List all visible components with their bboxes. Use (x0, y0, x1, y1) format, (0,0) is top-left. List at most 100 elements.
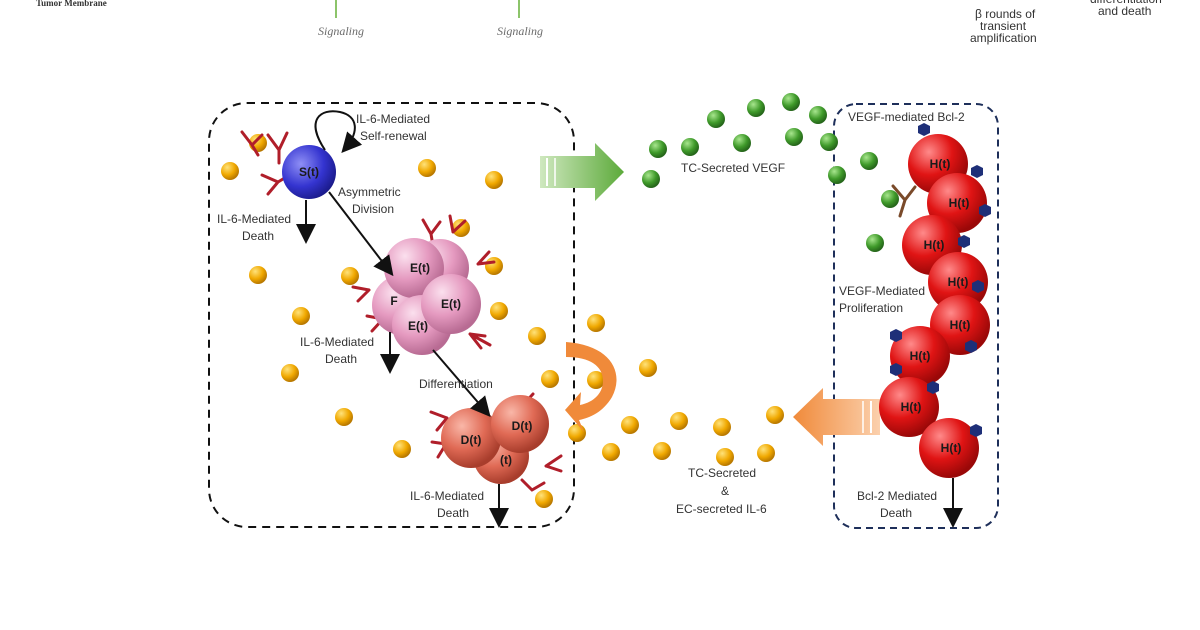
il6-dot (335, 408, 353, 426)
vegf-label: TC-Secreted VEGF (681, 161, 785, 175)
bcl2-marker-icon (979, 204, 991, 217)
il6-dot (587, 371, 605, 389)
endo-label-3: H(t) (948, 275, 969, 289)
prolif-line-1: VEGF-Mediated (839, 284, 925, 298)
il6-dot (757, 444, 775, 462)
asymmetric-division-arrow (328, 191, 394, 277)
tumor-arrows (296, 191, 509, 528)
bcl2-marker-icon (890, 329, 902, 342)
diff-line-2: and death (1098, 4, 1151, 18)
asym-line-1: Asymmetric (338, 185, 401, 199)
endo-death-line-2: Death (880, 506, 912, 520)
differentiated-cell (441, 408, 501, 468)
death2-line-1: IL-6-Mediated (300, 335, 374, 349)
il6-dot (418, 159, 436, 177)
il6-dots (221, 134, 784, 508)
prog-label-0: E(t) (410, 261, 430, 275)
prog-label-3: E(t) (408, 319, 428, 333)
il6-dot (485, 171, 503, 189)
endo-death-line-1: Bcl-2 Mediated (857, 489, 937, 503)
il6-flow-arrow (793, 388, 880, 446)
receptor-icon (266, 131, 289, 165)
signaling-right-label: Signaling (497, 24, 543, 38)
rounds-line-1: β rounds of (975, 7, 1036, 21)
tumor-membrane-label: Tumor Membrane (36, 0, 107, 8)
receptor-icon (544, 454, 563, 473)
vegf-dot (733, 134, 751, 152)
diff-label-0: D(t) (461, 433, 482, 447)
vegf-dot (747, 99, 765, 117)
death3-line-1: IL-6-Mediated (410, 489, 484, 503)
self-renewal-line-1: IL-6-Mediated (356, 112, 430, 126)
il6-line-1: TC-Secreted (688, 466, 756, 480)
il6-dot (535, 490, 553, 508)
differentiation-arrow (432, 349, 491, 418)
il6-dot (766, 406, 784, 424)
endo-label-0: H(t) (930, 157, 951, 171)
self-renewal-line-2: Self-renewal (360, 129, 427, 143)
vegf-dot (681, 138, 699, 156)
stem-cell: S(t) (282, 145, 336, 199)
receptor-icon (429, 410, 449, 432)
diff-line-1: differentiation (1090, 0, 1162, 6)
bcl2-marker-icon (890, 363, 902, 376)
bcl2-markers (890, 123, 991, 437)
il6-dot (528, 327, 546, 345)
receptor-icon (351, 285, 371, 303)
vegf-dot (881, 190, 899, 208)
receptor-icon (448, 214, 467, 234)
rounds-line-3: amplification (970, 31, 1037, 45)
il6-dot (541, 370, 559, 388)
il6-dot (452, 219, 470, 237)
vegf-receptor-icon (891, 184, 917, 218)
vegf-flow-arrow (540, 143, 624, 201)
il6-dot (568, 424, 586, 442)
stem-cell-label: S(t) (299, 165, 319, 179)
differentiation-label: Differentiation (419, 377, 493, 391)
vegf-dot (782, 93, 800, 111)
endo-label-2: H(t) (924, 238, 945, 252)
il6-dot (485, 257, 503, 275)
autocrine-curved-arrow (565, 342, 617, 432)
prog-label-1: E(t) (441, 297, 461, 311)
diff-label-1: D(t) (512, 419, 533, 433)
progenitor-cell (421, 274, 481, 334)
bcl2-marker-icon (965, 340, 977, 353)
rounds-line-2: transient (980, 19, 1027, 33)
bcl2-marker-icon (918, 123, 930, 136)
vegf-dot (707, 110, 725, 128)
bcl2-marker-icon (970, 424, 982, 437)
il6-dot (602, 443, 620, 461)
endothelial-cells: H(t) H(t) H(t) H(t) H(t) H(t) H(t) H(t) (879, 134, 990, 478)
endothelial-compartment-box (833, 103, 999, 529)
tumor-compartment-box (208, 102, 575, 528)
receptor-icon (520, 478, 546, 492)
vegf-dot (809, 106, 827, 124)
death2-line-2: Death (325, 352, 357, 366)
vegf-dot (820, 133, 838, 151)
asym-line-2: Division (352, 202, 394, 216)
death1-line-2: Death (242, 229, 274, 243)
endothelial-cell (928, 252, 988, 312)
vegf-dot (828, 166, 846, 184)
endo-label-1: H(t) (949, 196, 970, 210)
il6-dot (621, 416, 639, 434)
receptor-icon (468, 332, 492, 350)
vegf-dot (785, 128, 803, 146)
il6-dot (653, 442, 671, 460)
death3-line-2: Death (437, 506, 469, 520)
endo-label-6: H(t) (901, 400, 922, 414)
receptor-icon (476, 250, 496, 266)
bcl2-marker-icon (958, 235, 970, 248)
bcl2-marker-icon (972, 280, 984, 293)
endo-label-4: H(t) (950, 318, 971, 332)
differentiated-cell (491, 395, 549, 453)
self-renewal-loop-arrow (314, 110, 363, 153)
death1-line-1: IL-6-Mediated (217, 212, 291, 226)
il6-dot (587, 314, 605, 332)
bcl2-marker-icon (971, 165, 983, 178)
endothelial-cell (919, 418, 979, 478)
endo-label-5: H(t) (910, 349, 931, 363)
endothelial-cell (890, 326, 950, 386)
